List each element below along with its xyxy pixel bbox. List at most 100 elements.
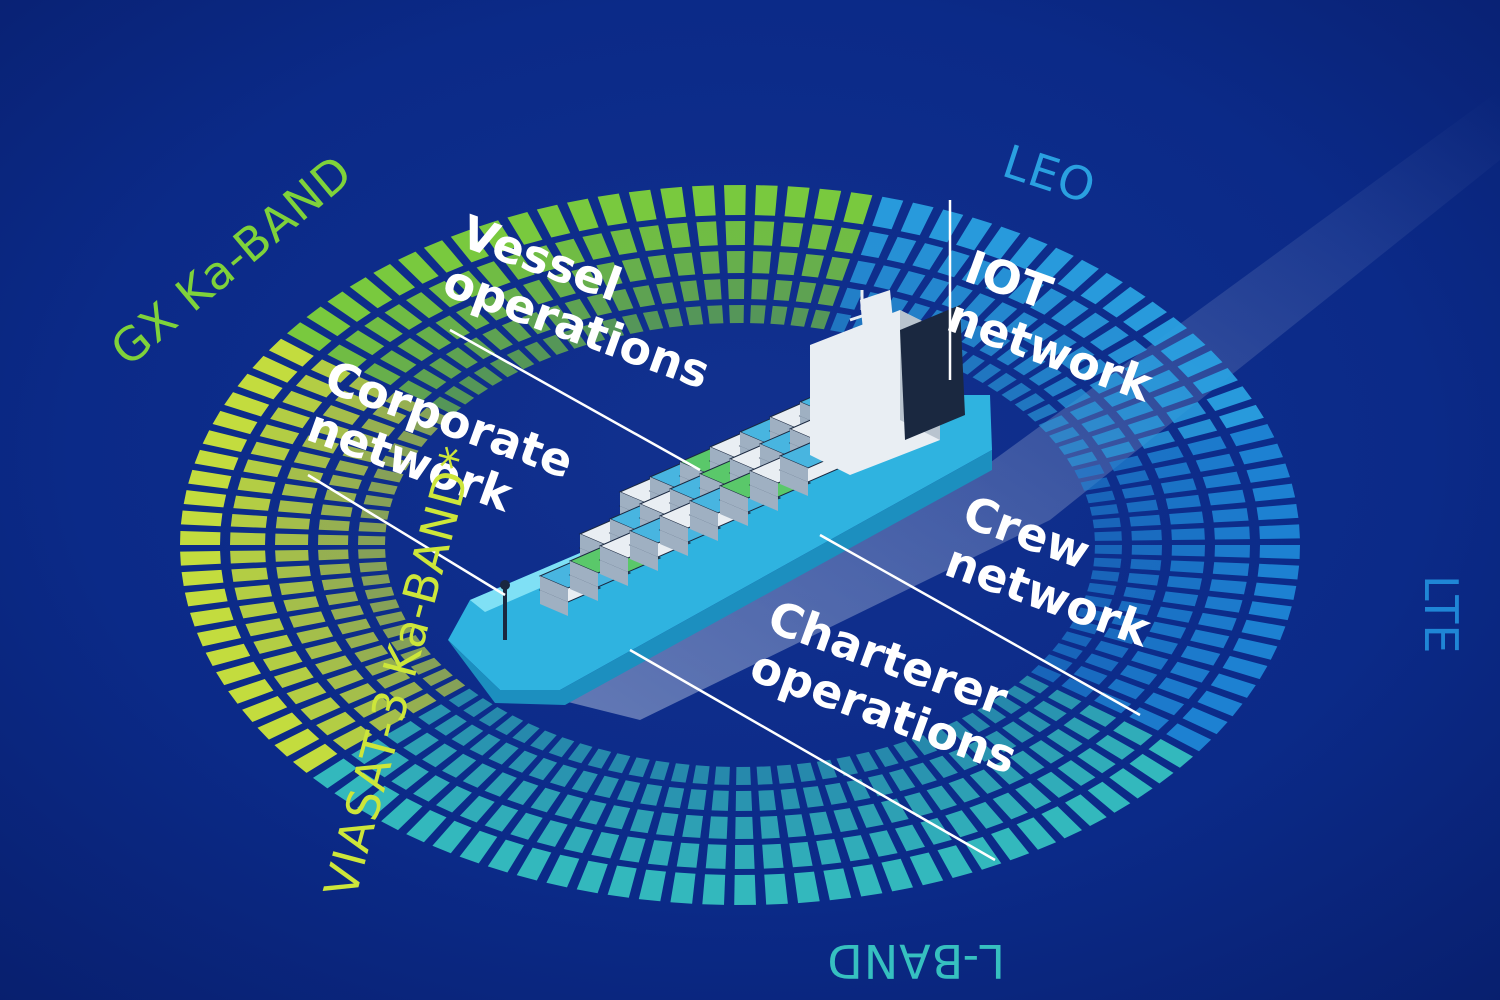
ring-segment [756, 766, 773, 785]
ring-segment [435, 678, 466, 697]
ring-segment [1063, 717, 1100, 740]
container-side [780, 470, 808, 496]
ring-segment [327, 291, 371, 322]
ring-segment [388, 443, 419, 459]
ring-segment [353, 696, 391, 718]
ring-segment [679, 280, 700, 302]
ring-segment [1057, 388, 1091, 409]
ring-segment [1116, 470, 1150, 485]
ring-segment [205, 643, 251, 666]
ring-segment [1153, 385, 1194, 408]
ring-segment [1018, 711, 1051, 733]
ring-segment [750, 305, 766, 324]
ring-segment [349, 277, 393, 309]
ring-segment [281, 483, 318, 499]
ring-segment [1124, 354, 1164, 379]
ring-segment [428, 280, 465, 308]
ring-segment [692, 185, 716, 217]
ring-segment [855, 751, 879, 772]
ring-segment [476, 261, 511, 289]
ring-segment [596, 262, 623, 287]
ring-segment [462, 763, 497, 788]
ring-segment [638, 869, 666, 902]
ring-segment [422, 668, 453, 687]
ring-segment [300, 697, 341, 721]
ring-segment [725, 221, 746, 246]
ring-segment [1238, 443, 1283, 465]
ring-segment [463, 698, 493, 718]
ring-segment [327, 344, 367, 369]
ring-segment [1116, 400, 1154, 421]
ring-segment [705, 844, 727, 869]
ring-segment [1089, 372, 1127, 394]
ring-segment [458, 376, 488, 395]
ring-segment [306, 306, 351, 337]
ring-segment [780, 222, 804, 248]
ring-segment [576, 860, 608, 894]
ring-segment [764, 873, 788, 905]
ring-segment [649, 760, 670, 781]
ring-segment [1085, 490, 1116, 504]
ring-segment [311, 359, 351, 383]
ring-segment [1107, 339, 1148, 365]
ring-segment [231, 567, 269, 582]
ring-segment [279, 580, 315, 596]
ring-segment [242, 696, 288, 722]
ring-segment [1219, 404, 1264, 429]
ring-segment [478, 707, 508, 727]
ring-segment [703, 279, 722, 300]
ring-segment [948, 748, 979, 771]
ring-segment [700, 251, 720, 274]
ring-segment [860, 231, 889, 258]
ring-segment [337, 618, 371, 635]
ring-segment [1018, 675, 1049, 694]
ring-segment [234, 584, 272, 601]
ring-segment [893, 741, 919, 762]
ring-segment [790, 307, 809, 327]
ring-segment [293, 451, 331, 469]
ring-segment [250, 441, 290, 461]
ring-segment [895, 824, 925, 852]
ring-segment [817, 284, 840, 306]
ring-segment [329, 474, 362, 490]
ring-segment [354, 644, 389, 663]
ring-segment [1014, 393, 1045, 412]
ring-segment [582, 233, 611, 260]
ring-segment [375, 611, 406, 626]
ring-segment [1074, 464, 1105, 479]
ring-segment [459, 830, 498, 864]
ring-segment [488, 742, 519, 765]
ring-segment [1129, 514, 1161, 527]
ring-segment [274, 728, 320, 757]
ring-segment [184, 588, 228, 607]
band-label-l-band: L-BAND [826, 934, 1005, 988]
ring-segment [632, 285, 656, 308]
ring-segment [289, 611, 326, 628]
ring-segment [969, 801, 1004, 829]
ring-segment [802, 786, 824, 808]
ring-segment [1038, 415, 1070, 433]
ring-segment [972, 363, 1002, 383]
ring-segment [1103, 627, 1138, 645]
ring-segment [752, 251, 772, 274]
ring-segment [1139, 369, 1180, 393]
ring-segment [268, 338, 314, 367]
ring-segment [1080, 477, 1111, 491]
ring-segment [607, 753, 631, 774]
ring-segment [961, 258, 996, 286]
ring-segment [928, 728, 956, 749]
ring-segment [825, 256, 850, 281]
ring-segment [708, 816, 728, 839]
ring-segment [432, 820, 472, 854]
ring-segment [816, 839, 842, 865]
ring-segment [707, 305, 724, 324]
ring-segment [1033, 247, 1074, 280]
ring-segment [696, 221, 718, 247]
ring-segment [809, 811, 833, 836]
ring-segment [369, 599, 400, 613]
ring-segment [1259, 545, 1300, 559]
ring-segment [318, 519, 350, 531]
ring-segment [400, 646, 431, 663]
ring-segment [1071, 312, 1110, 339]
ring-segment [1033, 700, 1067, 722]
